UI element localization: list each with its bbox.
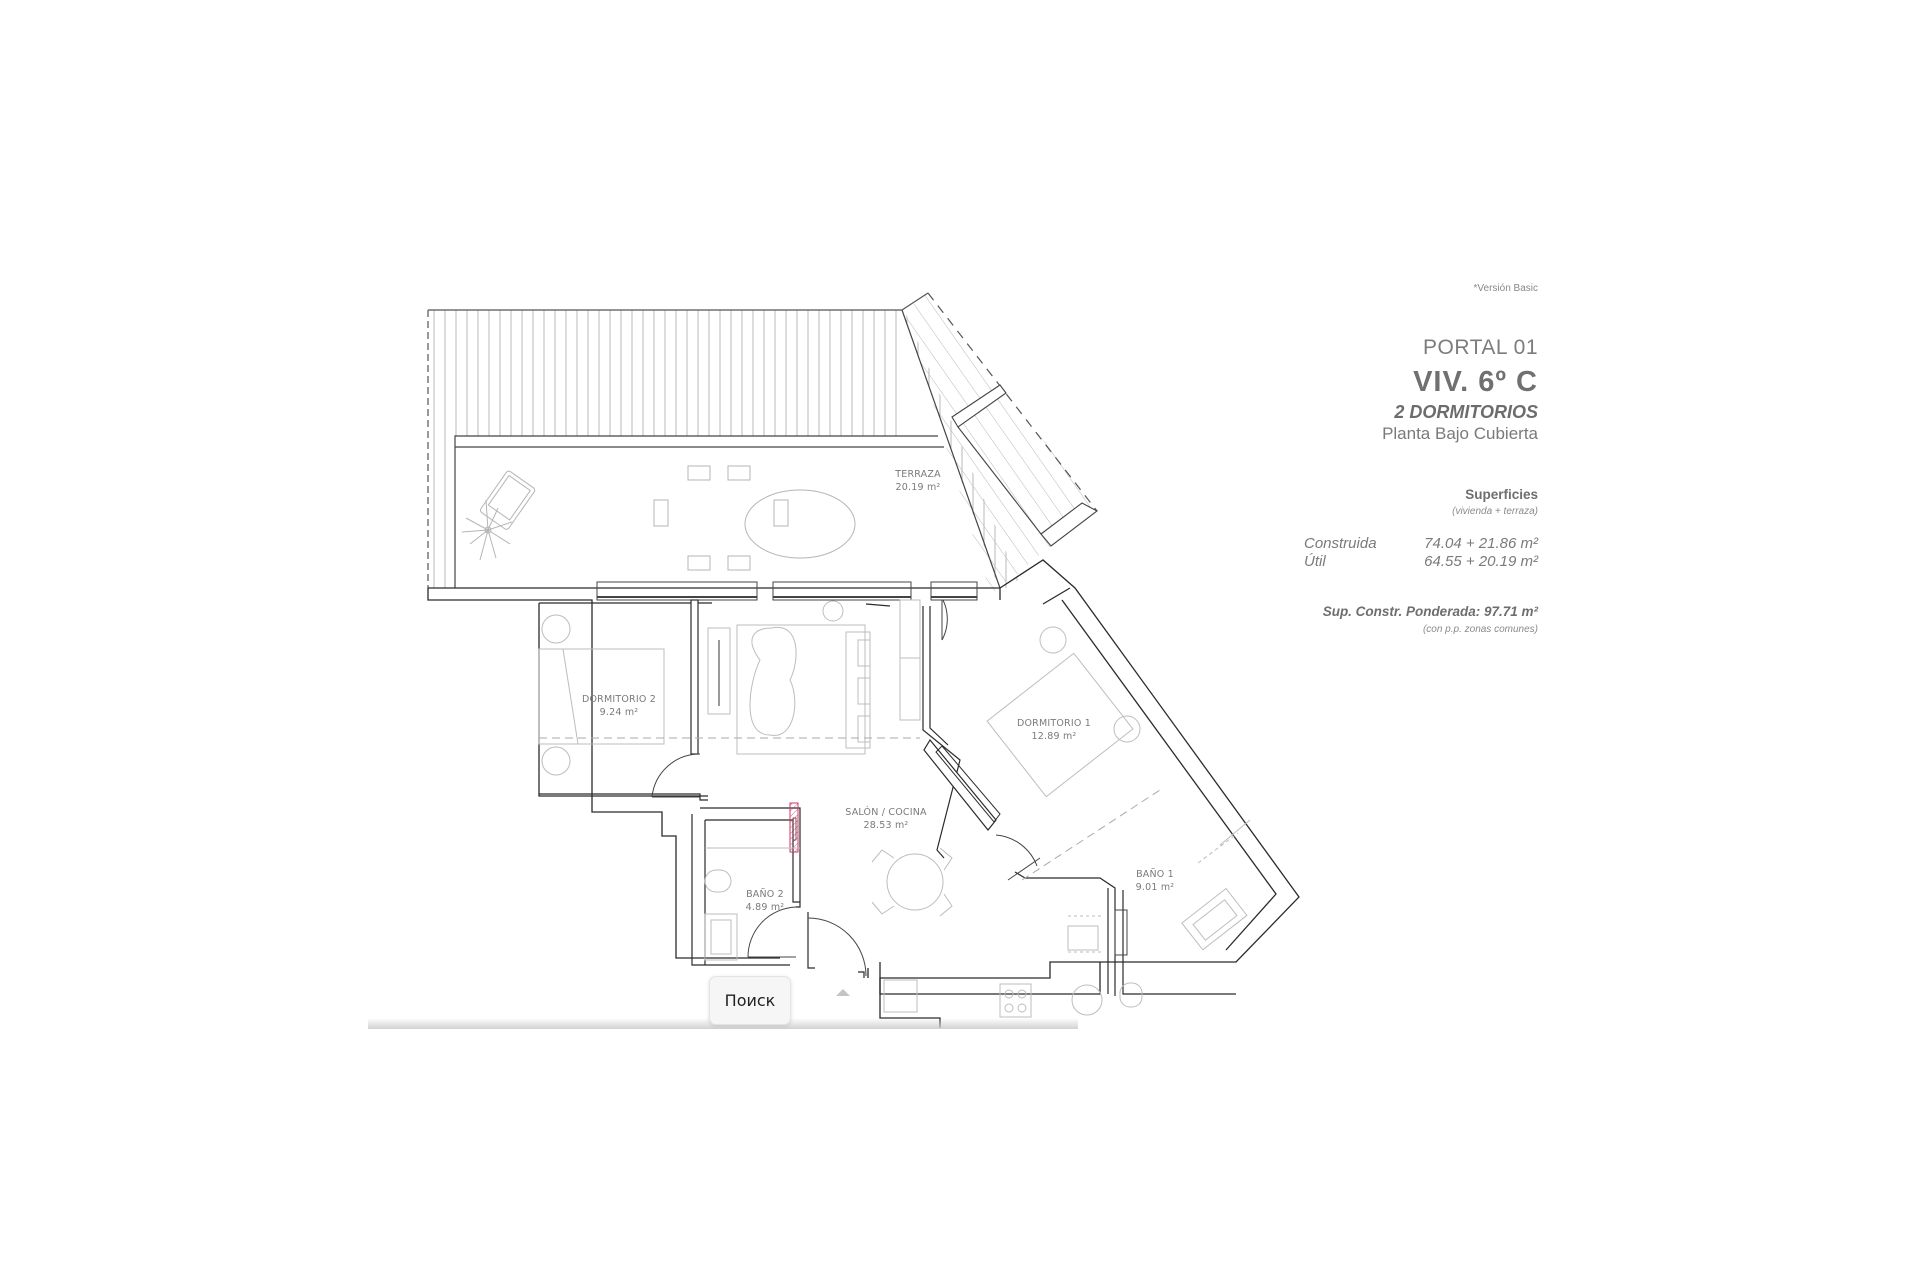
portal-title: PORTAL 01 [1423, 336, 1538, 359]
weighted-surface: Sup. Constr. Ponderada: 97.71 m² [1322, 604, 1538, 619]
room-dormitorio1-name: DORMITORIO 1 [1017, 718, 1091, 729]
version-note: *Versión Basic [1473, 283, 1538, 294]
room-bano2-name: BAÑO 2 [746, 889, 784, 900]
terrace-area [454, 384, 1099, 588]
room-labels: TERRAZA 20.19 m² DORMITORIO 2 9.24 m² SA… [582, 469, 1174, 913]
hatched-column [789, 802, 799, 853]
room-dormitorio2-area: 9.24 m² [600, 707, 639, 718]
room-terraza-area: 20.19 m² [896, 482, 941, 493]
surface-value-construida: 74.04 + 21.86 m² [1424, 535, 1538, 552]
floor-name: Planta Bajo Cubierta [1382, 424, 1538, 443]
windows [596, 581, 978, 601]
surfaces-subtitle: (vivienda + terraza) [1452, 506, 1538, 517]
doors [651, 599, 1041, 977]
room-bano1-area: 9.01 m² [1136, 882, 1175, 893]
surfaces-title: Superficies [1465, 487, 1538, 502]
bedrooms-title: 2 DORMITORIOS [1394, 402, 1538, 422]
room-dormitorio2-name: DORMITORIO 2 [582, 694, 656, 705]
surface-label-construida: Construida [1304, 535, 1377, 552]
surface-value-util: 64.55 + 20.19 m² [1424, 553, 1538, 570]
weighted-surface-note: (con p.p. zonas comunes) [1422, 624, 1538, 635]
terrace-furniture [461, 465, 856, 571]
scroll-up-arrow-icon[interactable] [836, 989, 850, 996]
room-bano1-name: BAÑO 1 [1136, 869, 1174, 880]
interior-furniture [538, 599, 1251, 1018]
room-dormitorio1-area: 12.89 m² [1032, 731, 1077, 742]
room-salon-area: 28.53 m² [864, 820, 909, 831]
room-bano2-area: 4.89 m² [746, 902, 785, 913]
surface-label-util: Útil [1304, 553, 1326, 570]
room-terraza-name: TERRAZA [894, 469, 941, 480]
unit-title: VIV. 6º C [1413, 366, 1538, 398]
search-button[interactable]: Поиск [709, 976, 791, 1025]
dashed-lines [539, 737, 1161, 881]
interior-walls [539, 599, 1236, 996]
room-salon-name: SALÓN / COCINA [845, 806, 927, 818]
